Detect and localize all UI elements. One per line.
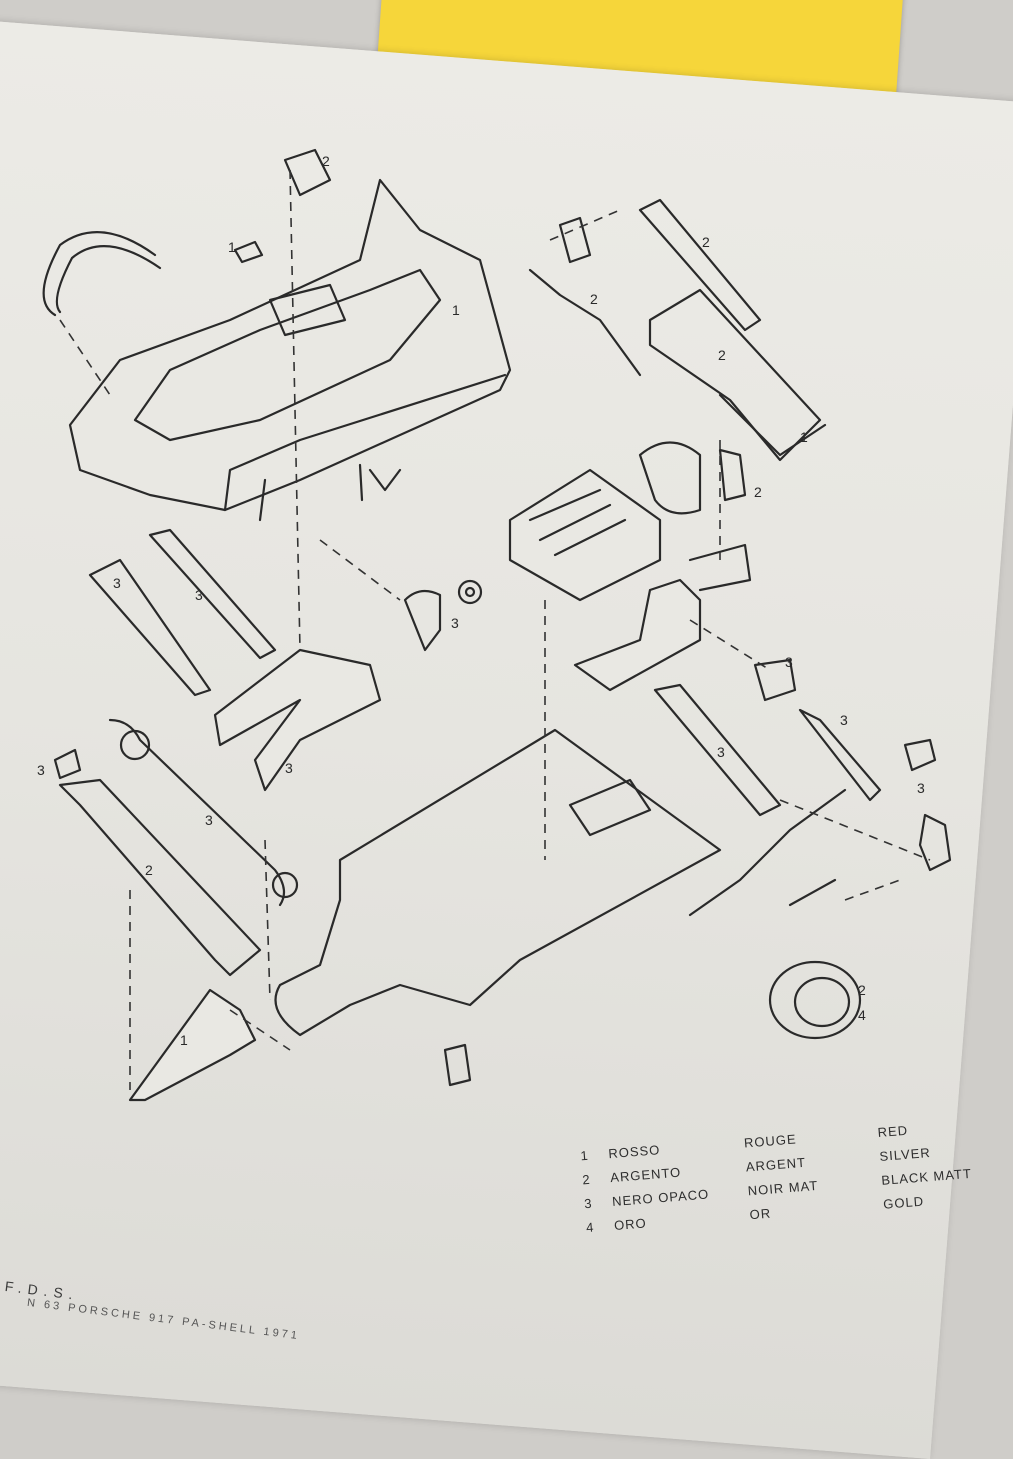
callout-3: 3 bbox=[785, 654, 793, 670]
legend-number: 1 bbox=[579, 1147, 590, 1164]
bearing-part bbox=[457, 579, 483, 605]
callout-2: 2 bbox=[754, 484, 762, 500]
callout-3: 3 bbox=[113, 575, 121, 591]
callout-3: 3 bbox=[917, 780, 925, 796]
legend-french: ROUGE bbox=[743, 1131, 798, 1151]
callout-3: 3 bbox=[37, 762, 45, 778]
legend-french: OR bbox=[749, 1205, 772, 1223]
callout-3: 3 bbox=[195, 587, 203, 603]
clip-part bbox=[233, 240, 264, 264]
mirror-part bbox=[283, 148, 332, 197]
callout-2: 2 bbox=[322, 153, 330, 169]
legend-italian: ROSSO bbox=[607, 1142, 661, 1162]
callout-4: 4 bbox=[858, 1007, 866, 1023]
callout-3: 3 bbox=[451, 615, 459, 631]
wheel bbox=[768, 960, 862, 1040]
callout-1: 1 bbox=[452, 302, 460, 318]
small-clip bbox=[443, 1043, 472, 1087]
engine-block bbox=[508, 441, 747, 602]
callout-2: 2 bbox=[590, 291, 598, 307]
rear-wing bbox=[528, 198, 827, 462]
body-shell bbox=[68, 178, 512, 522]
legend-number: 2 bbox=[581, 1171, 592, 1188]
legend-italian: ORO bbox=[613, 1215, 648, 1233]
callout-1: 1 bbox=[800, 429, 808, 445]
callout-2: 2 bbox=[145, 862, 153, 878]
legend-french: ARGENT bbox=[745, 1154, 807, 1175]
roll-hoop bbox=[42, 231, 162, 317]
gearbox bbox=[573, 543, 752, 692]
callout-2: 2 bbox=[718, 347, 726, 363]
hub-part bbox=[403, 589, 442, 652]
callout-3: 3 bbox=[285, 760, 293, 776]
callout-3: 3 bbox=[840, 712, 848, 728]
exploded-diagram: 2 1 1 2 2 2 1 2 3 3 3 3 3 3 3 3 3 3 2 1 … bbox=[37, 148, 952, 1102]
callout-3: 3 bbox=[717, 744, 725, 760]
assembly-lines bbox=[59, 169, 931, 1090]
legend-english: SILVER bbox=[878, 1144, 932, 1164]
callout-2: 2 bbox=[858, 982, 866, 998]
small-block bbox=[53, 748, 82, 780]
legend-number: 3 bbox=[583, 1195, 594, 1212]
legend-english: GOLD bbox=[882, 1193, 925, 1212]
part-callouts: 2 1 1 2 2 2 1 2 3 3 3 3 3 3 3 3 3 3 2 1 … bbox=[37, 153, 925, 1048]
floor-pan bbox=[274, 728, 722, 1037]
callout-1: 1 bbox=[180, 1032, 188, 1048]
suspension-left bbox=[88, 528, 382, 907]
legend-number: 4 bbox=[585, 1219, 595, 1236]
rear-support bbox=[58, 778, 262, 977]
suspension-right bbox=[653, 658, 952, 917]
legend-english: RED bbox=[877, 1122, 909, 1141]
callout-1: 1 bbox=[228, 239, 236, 255]
callout-2: 2 bbox=[702, 234, 710, 250]
callout-3: 3 bbox=[205, 812, 213, 828]
nose-fin bbox=[128, 988, 257, 1102]
